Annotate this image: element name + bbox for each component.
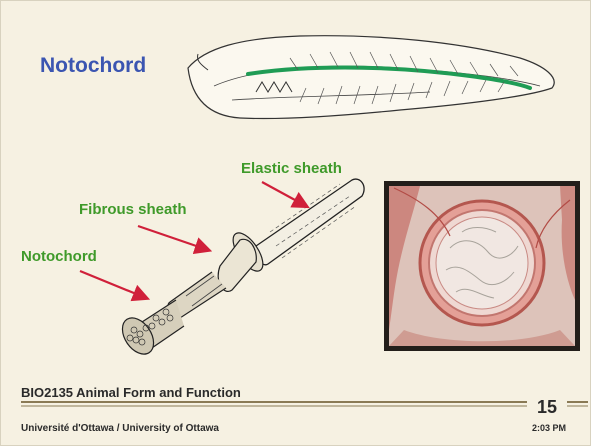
timestamp: 2:03 PM — [524, 423, 574, 433]
footer-lines — [21, 402, 588, 406]
university-name: Université d'Ottawa / University of Otta… — [21, 423, 219, 434]
lancelet-body — [188, 36, 554, 119]
label-fibrous-sheath: Fibrous sheath — [79, 201, 187, 218]
notochord-cross-section-micrograph — [384, 181, 580, 351]
course-title: BIO2135 Animal Form and Function — [21, 385, 241, 400]
arrow-elastic-sheath — [262, 182, 306, 206]
page-number: 15 — [527, 397, 567, 418]
label-notochord: Notochord — [21, 248, 97, 265]
label-elastic-sheath: Elastic sheath — [241, 160, 342, 177]
arrow-fibrous-sheath — [138, 226, 208, 250]
arrow-notochord — [80, 271, 146, 298]
